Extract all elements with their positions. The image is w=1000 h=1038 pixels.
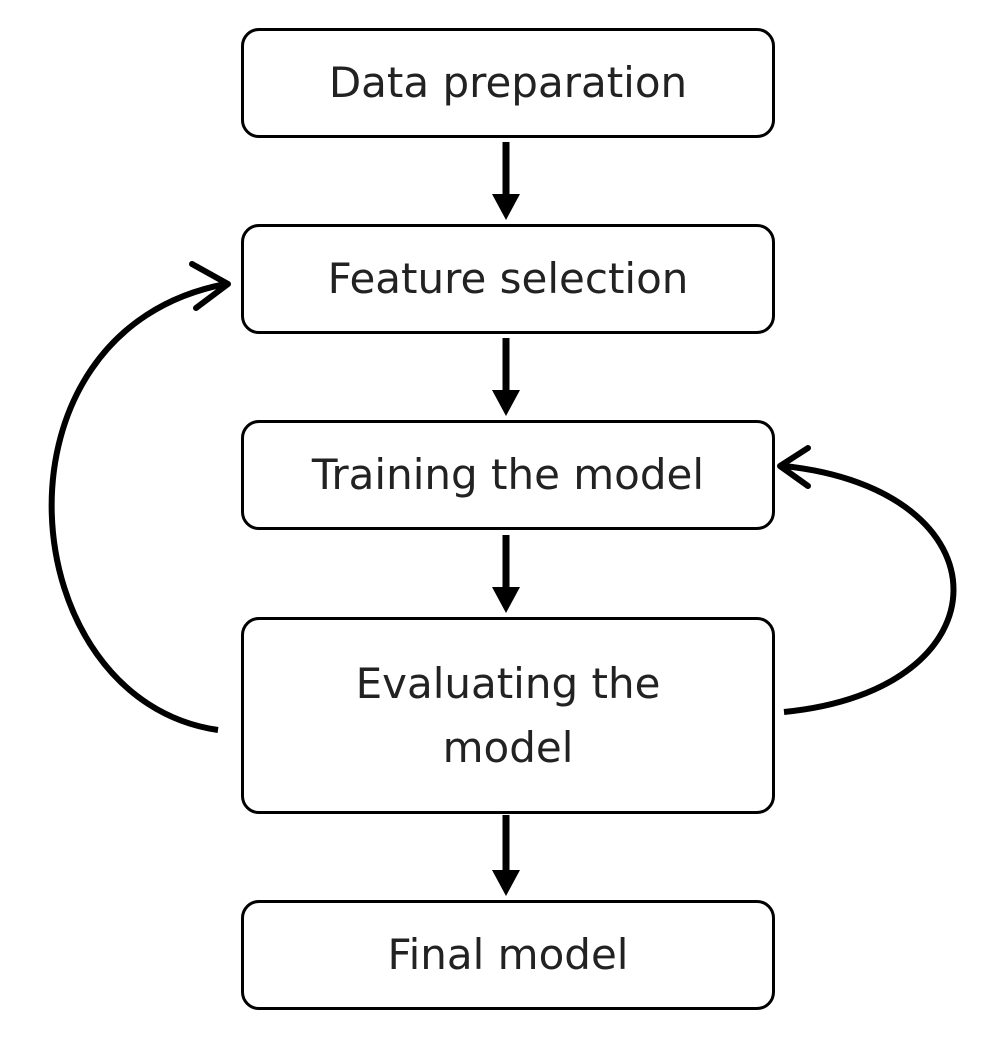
loop-arrow-evaluating-to-feature xyxy=(48,261,231,733)
step-label: Feature selection xyxy=(327,254,689,303)
step-label: Evaluating the model xyxy=(355,658,661,772)
step-evaluating-the-model: Evaluating the model xyxy=(241,617,775,814)
step-training-the-model: Training the model xyxy=(241,420,775,530)
step-feature-selection: Feature selection xyxy=(241,224,775,334)
arrow-training-to-evaluating xyxy=(492,535,520,613)
arrow-data-prep-to-feature xyxy=(492,142,520,220)
step-label: Final model xyxy=(387,930,629,979)
loop-arrow-evaluating-to-training xyxy=(777,445,957,715)
step-label: Training the model xyxy=(311,450,705,499)
arrow-evaluating-to-final xyxy=(492,815,520,896)
step-final-model: Final model xyxy=(241,900,775,1010)
step-data-preparation: Data preparation xyxy=(241,28,775,138)
step-label: Data preparation xyxy=(328,58,688,107)
arrow-feature-to-training xyxy=(492,338,520,416)
